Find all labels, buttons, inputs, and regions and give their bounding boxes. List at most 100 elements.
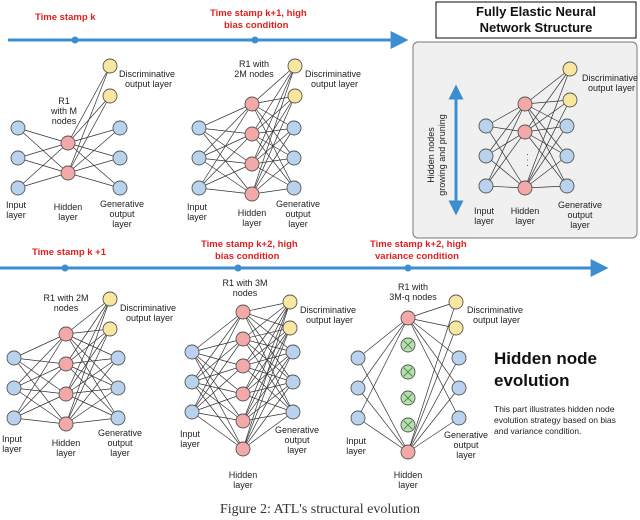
input-layer-label: Input <box>187 202 208 212</box>
hidden-node <box>235 441 251 457</box>
connection-edge <box>242 351 294 450</box>
connection-edge <box>198 187 253 195</box>
input-node <box>184 374 200 390</box>
input-node <box>478 178 494 194</box>
generative-output-node <box>559 118 575 134</box>
connection-edge <box>67 95 111 174</box>
connection-edge <box>67 65 111 174</box>
connection-edge <box>191 411 244 422</box>
connection-edge <box>242 338 294 413</box>
hidden-layer-label: layer <box>398 480 418 490</box>
connection-edge <box>191 311 244 383</box>
generative-output-node <box>451 380 467 396</box>
generative-output-node <box>110 350 126 366</box>
connection-edge <box>67 157 121 174</box>
connection-edge <box>191 365 244 383</box>
generative-layer-label: output <box>284 435 310 445</box>
input-layer-label: Input <box>2 434 23 444</box>
discriminative-layer-label: output layer <box>588 83 635 93</box>
r1-label: nodes <box>54 303 79 313</box>
hidden-node <box>244 96 260 112</box>
generative-layer-label: output <box>285 209 311 219</box>
discriminative-output-node <box>448 320 464 336</box>
discriminative-output-node <box>102 58 118 74</box>
generative-layer-label: Generative <box>100 199 144 209</box>
r1-label: R1 with <box>398 282 428 292</box>
connection-edge <box>524 68 571 105</box>
input-layer-label: layer <box>474 216 494 226</box>
generative-layer-label: layer <box>570 220 590 230</box>
generative-layer-label: Generative <box>558 200 602 210</box>
timestamp-k1-line1: Time stamp k+1, high <box>210 8 307 19</box>
connection-edge <box>242 338 294 383</box>
input-node <box>478 118 494 134</box>
discriminative-output-node <box>282 320 298 336</box>
hidden-node <box>58 326 74 342</box>
generative-output-node <box>285 374 301 390</box>
connection-edge <box>191 365 244 413</box>
connection-edge <box>242 351 294 395</box>
connection-edge <box>251 65 296 165</box>
connection-edge <box>191 351 244 422</box>
connection-edge <box>191 311 244 413</box>
input-node <box>350 410 366 426</box>
connection-edge <box>242 301 291 340</box>
pruned-mark <box>403 393 413 403</box>
connection-edge <box>242 411 294 422</box>
generative-layer-label: output <box>107 438 133 448</box>
network-time-k1-bottom: InputlayerHiddenlayerGenerativeoutputlay… <box>2 291 176 458</box>
connection-edge <box>242 393 294 413</box>
connection-edge <box>242 381 294 450</box>
hidden-node <box>244 126 260 142</box>
connection-edge <box>242 411 294 450</box>
discriminative-layer-label: Discriminative <box>467 305 523 315</box>
input-node <box>184 404 200 420</box>
discriminative-output-node <box>287 58 303 74</box>
hidden-node <box>60 135 76 151</box>
timestamp-k1-line2: bias condition <box>224 20 289 31</box>
input-node <box>478 148 494 164</box>
fens-side-label-line1: Hidden nodes <box>426 127 436 183</box>
input-layer-label: layer <box>2 444 22 454</box>
network-fully-elastic: InputlayerHiddenlayerGenerativeoutputlay… <box>474 61 638 230</box>
fens-title-line1: Fully Elastic Neural <box>476 4 596 19</box>
connection-edge <box>357 317 409 359</box>
hidden-node <box>517 96 533 112</box>
input-node <box>191 180 207 196</box>
hidden-node <box>235 358 251 374</box>
pruned-mark <box>403 420 413 430</box>
evolution-title-line1: Hidden node <box>494 349 597 368</box>
hidden-layer-label: Hidden <box>229 470 258 480</box>
connection-edge <box>485 103 526 127</box>
discriminative-layer-label: output layer <box>126 313 173 323</box>
generative-output-node <box>559 178 575 194</box>
connection-edge <box>485 131 526 187</box>
connection-edge <box>524 103 568 187</box>
timestamp-k2-bias-line2: bias condition <box>215 251 280 262</box>
generative-output-node <box>451 350 467 366</box>
input-node <box>191 120 207 136</box>
connection-edge <box>198 133 253 189</box>
connection-edge <box>242 311 294 413</box>
connection-edge <box>242 301 291 450</box>
input-layer-label: Input <box>346 436 367 446</box>
evolution-title-line2: evolution <box>494 371 570 390</box>
input-node <box>6 410 22 426</box>
connection-edge <box>65 417 119 425</box>
hidden-node <box>60 165 76 181</box>
connection-edge <box>65 333 119 359</box>
evolution-desc-line2: evolution strategy based on bias <box>494 415 616 425</box>
connection-edge <box>13 333 67 419</box>
hidden-node <box>58 386 74 402</box>
connection-edge <box>485 125 526 189</box>
connection-edge <box>485 103 526 187</box>
r1-label: 2M nodes <box>234 69 274 79</box>
generative-layer-label: layer <box>112 219 132 229</box>
connection-edge <box>191 381 244 422</box>
connection-edge <box>191 338 244 413</box>
hidden-layer-label: Hidden <box>394 470 423 480</box>
generative-layer-label: output <box>453 440 479 450</box>
connection-edge <box>198 103 253 129</box>
connection-edge <box>198 103 253 189</box>
